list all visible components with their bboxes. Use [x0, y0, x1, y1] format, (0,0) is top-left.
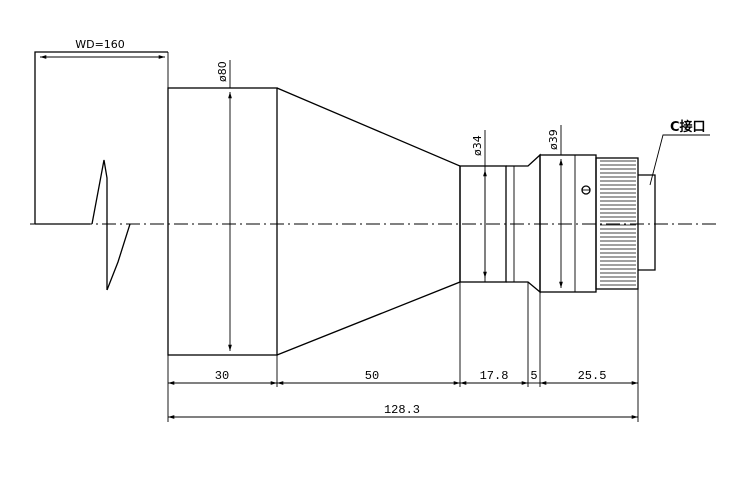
length-extension-lines — [167, 282, 639, 422]
lock-screw-icon — [581, 185, 591, 195]
working-distance-bracket: WD=160 — [34, 38, 169, 291]
diameter-39-dimension: ø39 — [547, 125, 563, 288]
length-17-8: 17.8 — [480, 369, 509, 383]
diameter-80-dimension: ø80 — [216, 60, 232, 351]
lens-body — [167, 87, 656, 356]
svg-text:ø39: ø39 — [547, 129, 560, 150]
length-50: 50 — [365, 369, 379, 383]
total-length-dimension: 128.3 — [168, 403, 638, 419]
svg-text:C接口: C接口 — [670, 119, 706, 135]
working-distance-label: WD=160 — [75, 38, 125, 51]
svg-text:ø80: ø80 — [216, 61, 229, 82]
length-5: 5 — [530, 369, 537, 383]
total-length-label: 128.3 — [384, 403, 420, 417]
length-30: 30 — [215, 369, 229, 383]
length-25-5: 25.5 — [578, 369, 607, 383]
c-mount-interface-callout: C接口 — [649, 119, 710, 186]
svg-text:ø34: ø34 — [471, 135, 484, 156]
diameter-34-dimension: ø34 — [471, 130, 487, 278]
segment-length-dimensions: 30 50 17.8 5 25.5 — [168, 369, 638, 385]
focus-ring-knurling — [600, 160, 636, 286]
